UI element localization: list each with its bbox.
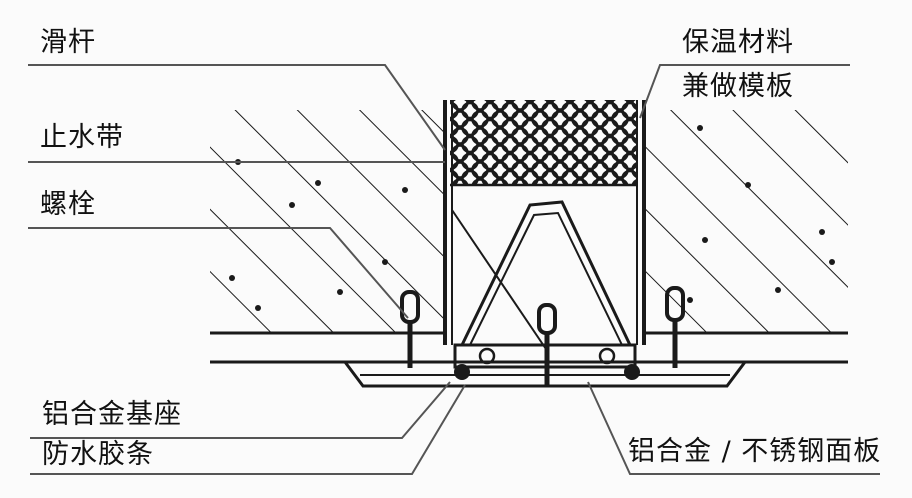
- label-alu-base: 铝合金基座: [42, 399, 182, 430]
- label-waterproof-strip: 防水胶条: [42, 439, 154, 470]
- label-insulation-line1: 保温材料: [682, 27, 794, 58]
- bolt-center: [537, 303, 557, 386]
- leader-lines: [28, 64, 880, 475]
- right-concrete-slab: [643, 110, 848, 335]
- label-water-stop: 止水带: [40, 122, 124, 153]
- label-slide-rod: 滑杆: [40, 27, 96, 58]
- label-bolt: 螺栓: [40, 189, 96, 220]
- water-stop-band: [460, 200, 632, 346]
- label-cover-plate: 铝合金 / 不锈钢面板: [628, 436, 882, 467]
- bolt-left: [400, 290, 420, 368]
- slide-rod: [451, 209, 549, 353]
- label-insulation-line2: 兼做模板: [682, 71, 794, 102]
- left-concrete-slab: [210, 110, 445, 335]
- joint-walls: [443, 100, 646, 345]
- bolt-right: [665, 286, 685, 368]
- insulation-block: [450, 100, 637, 187]
